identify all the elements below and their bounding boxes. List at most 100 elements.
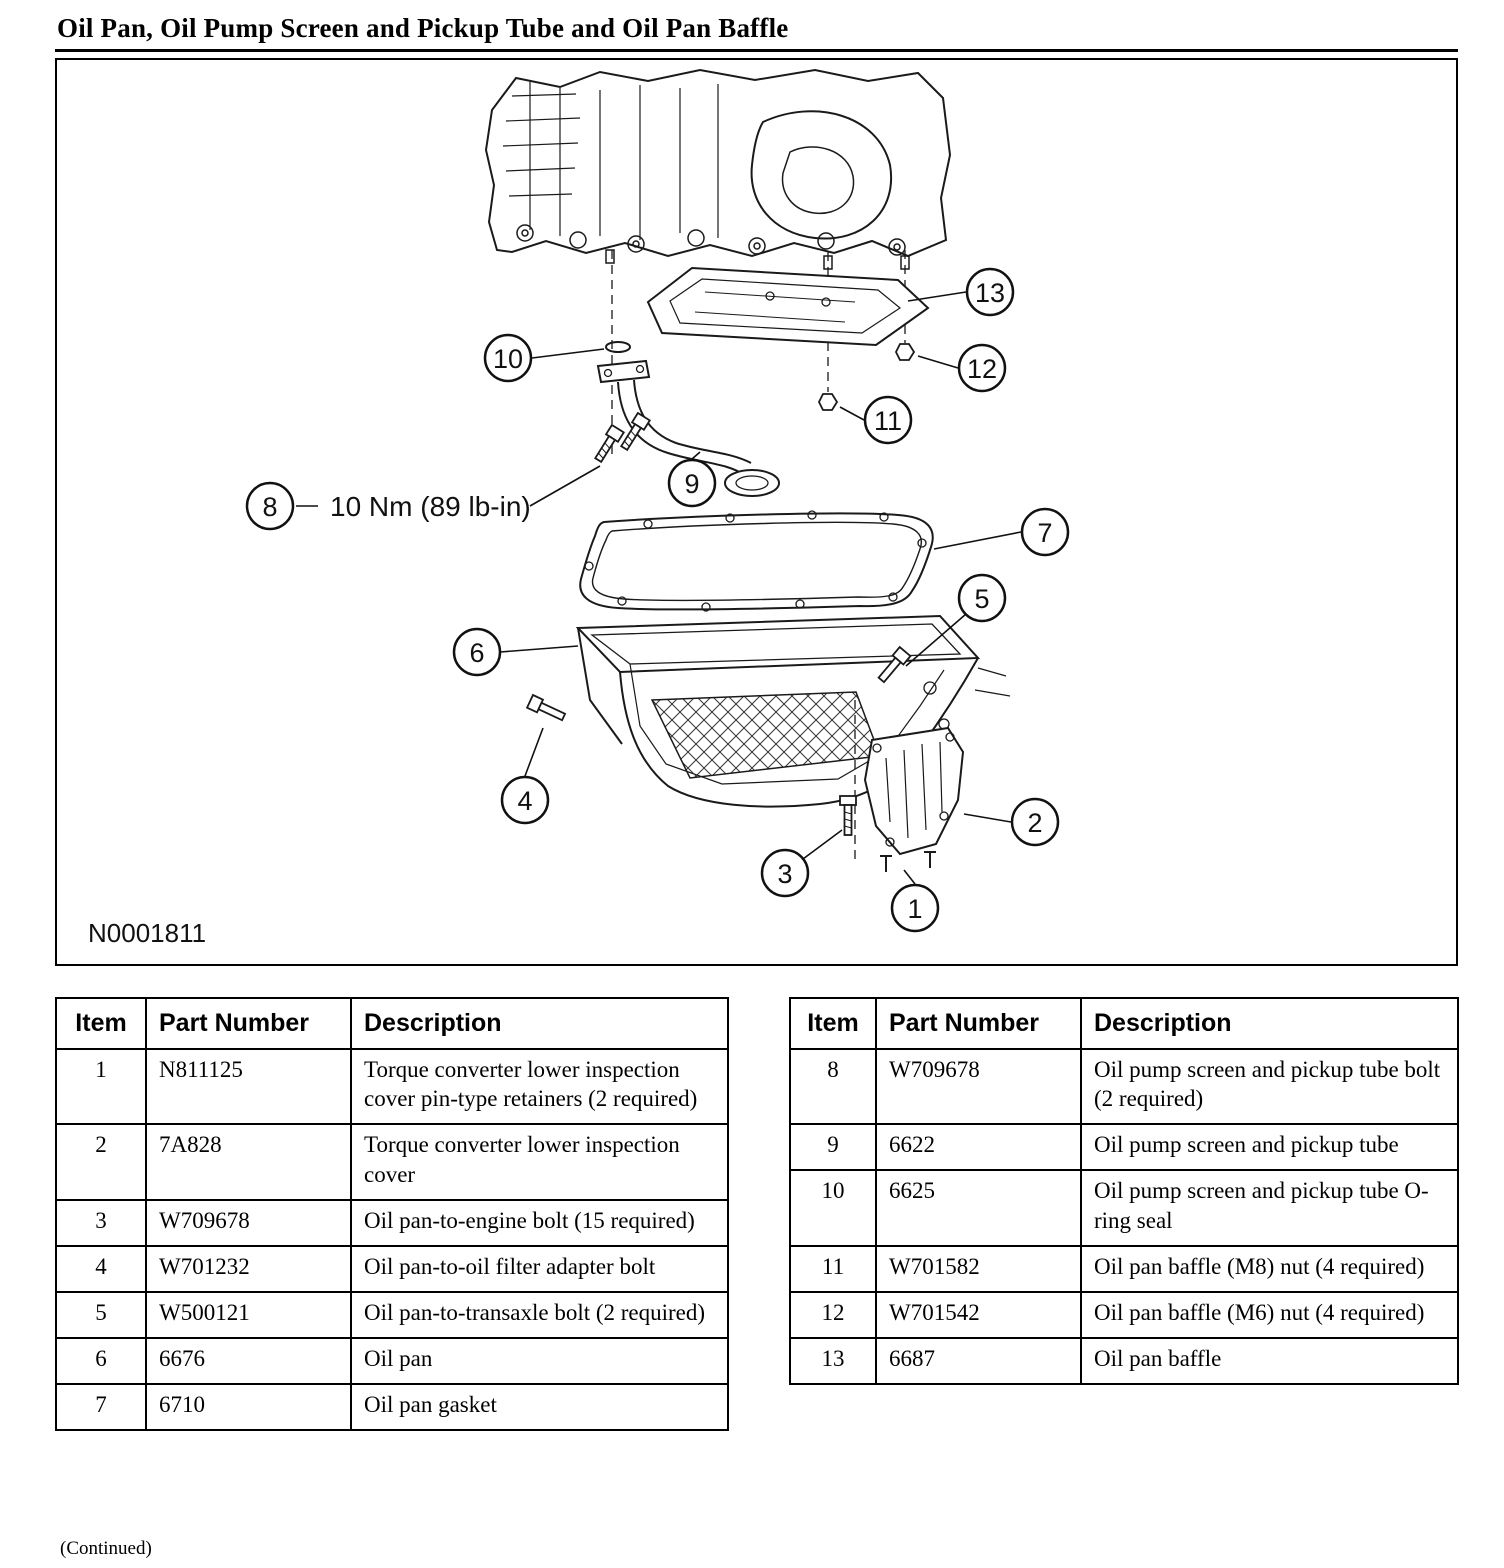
part-number-cell: 6687	[875, 1336, 1082, 1385]
pickup-tube-bolts	[594, 411, 652, 464]
callout-number: 7	[1037, 518, 1052, 548]
part-number-cell: 6625	[875, 1169, 1082, 1247]
callout-number: 12	[967, 354, 997, 384]
callout-circle	[863, 395, 913, 445]
callout-7: 7	[1020, 507, 1070, 557]
description-cell: Torque converter lower inspection cover	[350, 1123, 729, 1202]
callout-10: 10	[483, 333, 533, 383]
column-header: Item	[789, 997, 877, 1050]
continued-note: (Continued)	[60, 1538, 152, 1559]
figure-id: N0001811	[88, 918, 206, 948]
callout-number: 4	[517, 786, 532, 816]
column-header: Item	[55, 997, 147, 1050]
oil-pan-bolts	[525, 645, 912, 836]
leader-lines	[296, 291, 1022, 885]
inspection-cover	[863, 726, 965, 856]
oil-pump-pickup-tube	[596, 341, 780, 497]
title-rule	[55, 49, 1458, 52]
torque-label: 10 Nm (89 lb-in)	[330, 491, 531, 522]
column-header: Part Number	[875, 997, 1082, 1050]
column-header: Description	[350, 997, 729, 1050]
description-cell: Oil pan baffle (M8) nut (4 required)	[1080, 1244, 1459, 1293]
callout-number: 8	[262, 492, 277, 522]
callout-number: 11	[874, 406, 902, 436]
callout-circle	[667, 458, 717, 508]
callout-8: 8	[245, 481, 295, 531]
part-number-cell: 6676	[145, 1336, 352, 1385]
callout-number: 6	[469, 638, 484, 668]
callout-3: 3	[760, 848, 810, 898]
oil-filter-adapter-bolt	[525, 693, 567, 722]
pan-to-engine-bolt	[839, 795, 857, 836]
description-cell: Oil pump screen and pickup tube	[1080, 1123, 1459, 1172]
baffle-nuts	[817, 343, 916, 411]
item-cell: 2	[55, 1123, 147, 1202]
part-number-cell: W500121	[145, 1290, 352, 1339]
callout-circle	[483, 333, 533, 383]
callout-1: 1	[890, 883, 940, 933]
callout-circle	[890, 883, 940, 933]
part-number-cell: W709678	[875, 1047, 1082, 1126]
callout-9: 9	[667, 458, 717, 508]
item-cell: 9	[789, 1123, 877, 1172]
page-title: Oil Pan, Oil Pump Screen and Pickup Tube…	[57, 13, 789, 43]
column-header: Description	[1080, 997, 1459, 1050]
description-cell: Oil pan-to-transaxle bolt (2 required)	[350, 1290, 729, 1339]
callout-11: 11	[863, 395, 913, 445]
callout-6: 6	[452, 627, 502, 677]
retainer-pins	[880, 851, 936, 872]
engine-block	[484, 68, 952, 270]
description-cell: Oil pan gasket	[350, 1382, 729, 1431]
item-cell: 8	[789, 1047, 877, 1126]
item-cell: 12	[789, 1290, 877, 1339]
callout-4: 4	[500, 775, 550, 825]
oil-pan	[575, 614, 1011, 808]
callout-circle	[965, 267, 1015, 317]
callout-circle	[245, 481, 295, 531]
description-cell: Oil pump screen and pickup tube O-ring s…	[1080, 1169, 1459, 1247]
callout-5: 5	[957, 573, 1007, 623]
part-number-cell: 6622	[875, 1123, 1082, 1172]
callout-number: 5	[974, 584, 989, 614]
part-number-cell: 6710	[145, 1382, 352, 1431]
item-cell: 13	[789, 1336, 877, 1385]
o-ring-seal	[605, 341, 631, 353]
oil-pan-baffle	[646, 266, 930, 347]
part-number-cell: N811125	[145, 1047, 352, 1126]
item-cell: 11	[789, 1244, 877, 1293]
callout-circle	[1010, 797, 1060, 847]
part-number-cell: W701232	[145, 1244, 352, 1293]
part-number-cell: 7A828	[145, 1123, 352, 1202]
callout-circle	[452, 627, 502, 677]
part-number-cell: W709678	[145, 1199, 352, 1247]
callout-number: 1	[907, 894, 922, 924]
transaxle-bolt	[877, 645, 912, 684]
description-cell: Oil pan	[350, 1336, 729, 1385]
callout-number: 2	[1027, 808, 1042, 838]
item-cell: 1	[55, 1047, 147, 1126]
callout-number: 10	[493, 344, 523, 374]
callout-circle	[760, 848, 810, 898]
callout-circle	[500, 775, 550, 825]
item-cell: 5	[55, 1290, 147, 1339]
description-cell: Torque converter lower inspection cover …	[350, 1047, 729, 1126]
callout-number: 9	[684, 469, 699, 499]
description-cell: Oil pan-to-oil filter adapter bolt	[350, 1244, 729, 1293]
callout-number: 3	[777, 859, 792, 889]
item-cell: 6	[55, 1336, 147, 1385]
item-cell: 4	[55, 1244, 147, 1293]
